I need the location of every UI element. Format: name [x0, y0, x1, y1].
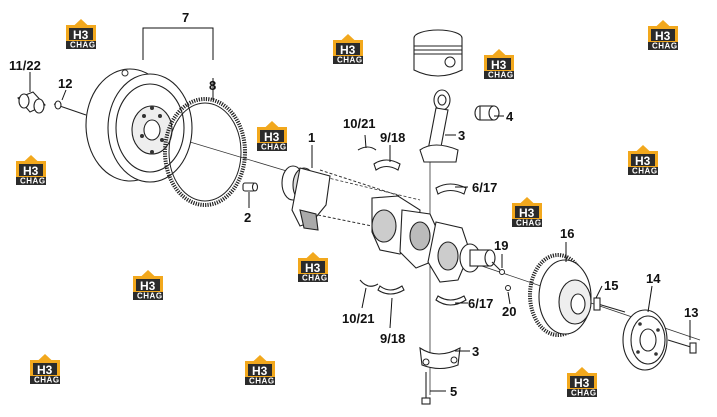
watermark-big: H3 — [519, 206, 535, 220]
watermark-small: CHAG — [70, 41, 96, 50]
callout-1: 1 — [308, 130, 315, 145]
connecting-rod-part — [419, 89, 459, 163]
callout-13: 13 — [684, 305, 698, 320]
piston-pin-bushing-part — [474, 105, 500, 121]
callout-3-top: 3 — [458, 128, 465, 143]
callout-16: 16 — [560, 226, 574, 241]
callout-8: 8 — [209, 78, 216, 93]
callout-12: 12 — [58, 76, 72, 91]
callout-14: 14 — [646, 271, 661, 286]
callout-10-21-top: 10/21 — [343, 116, 376, 131]
piston-part — [413, 29, 463, 77]
crankshaft-part — [281, 165, 496, 283]
callout-3-bottom: 3 — [472, 344, 479, 359]
hub-bolt-part — [667, 339, 697, 354]
watermark-big: H3 — [37, 363, 53, 377]
gear-bolt-part — [593, 297, 626, 313]
rod-bearing-shell-lower — [435, 295, 467, 306]
key-pin-part — [491, 261, 505, 275]
small-dowel-part — [505, 285, 511, 291]
watermark-small: CHAG — [302, 274, 328, 283]
watermark-big: H3 — [491, 58, 507, 72]
callout-15: 15 — [604, 278, 618, 293]
leader-lines — [29, 27, 691, 392]
watermark-big: H3 — [655, 29, 671, 43]
callout-5: 5 — [450, 384, 457, 399]
callout-20: 20 — [502, 304, 516, 319]
callout-labels: 7 8 11/22 12 1 2 3 4 6/17 10/21 9/18 10/… — [9, 10, 698, 399]
watermark-big: H3 — [635, 154, 651, 168]
watermark-small: CHAG — [137, 292, 163, 301]
watermark-big: H3 — [305, 261, 321, 275]
watermark-small: CHAG — [20, 177, 46, 186]
thrust-washer-upper — [357, 146, 377, 151]
callout-2: 2 — [244, 210, 251, 225]
thrust-washer-lower — [359, 279, 379, 287]
watermark-big: H3 — [140, 279, 156, 293]
watermark-big: H3 — [252, 364, 268, 378]
callout-11-22: 11/22 — [9, 58, 41, 73]
dowel-sleeve-part — [17, 91, 46, 114]
watermark-big: H3 — [23, 164, 39, 178]
callout-6-17-top: 6/17 — [472, 180, 497, 195]
watermark-small: CHAG — [632, 167, 658, 176]
watermark-small: CHAG — [337, 56, 363, 65]
dowel-pin-part — [242, 182, 259, 192]
watermark-small: CHAG — [652, 42, 678, 51]
watermark-small: CHAG — [261, 143, 287, 152]
callout-9-18-top: 9/18 — [380, 130, 405, 145]
callout-9-18-bottom: 9/18 — [380, 331, 405, 346]
callout-10-21-bottom: 10/21 — [342, 311, 375, 326]
main-bearing-shell-lower — [377, 285, 405, 295]
crank-gear-part — [528, 253, 592, 337]
watermark-small: CHAG — [488, 71, 514, 80]
rod-bearing-shell-upper — [435, 183, 467, 195]
callout-7: 7 — [182, 10, 189, 25]
watermark-big: H3 — [264, 130, 280, 144]
watermark-big: H3 — [574, 376, 590, 390]
rod-bolt-part — [421, 372, 431, 405]
crank-hub-part — [622, 309, 668, 371]
main-bearing-shell-upper — [373, 159, 401, 171]
watermark-small: CHAG — [571, 389, 597, 398]
flywheel-part — [85, 68, 193, 183]
flywheel-bolt-part — [53, 100, 87, 116]
ring-gear-part — [163, 97, 247, 207]
watermark-big: H3 — [73, 28, 89, 42]
callout-4: 4 — [506, 109, 514, 124]
watermark-small: CHAG — [34, 376, 60, 385]
callout-6-17-bottom: 6/17 — [468, 296, 493, 311]
watermark-big: H3 — [340, 43, 356, 57]
watermark-small: CHAG — [249, 377, 275, 386]
callout-19: 19 — [494, 238, 508, 253]
watermark-small: CHAG — [516, 219, 542, 228]
connecting-rod-cap-part — [419, 346, 461, 370]
